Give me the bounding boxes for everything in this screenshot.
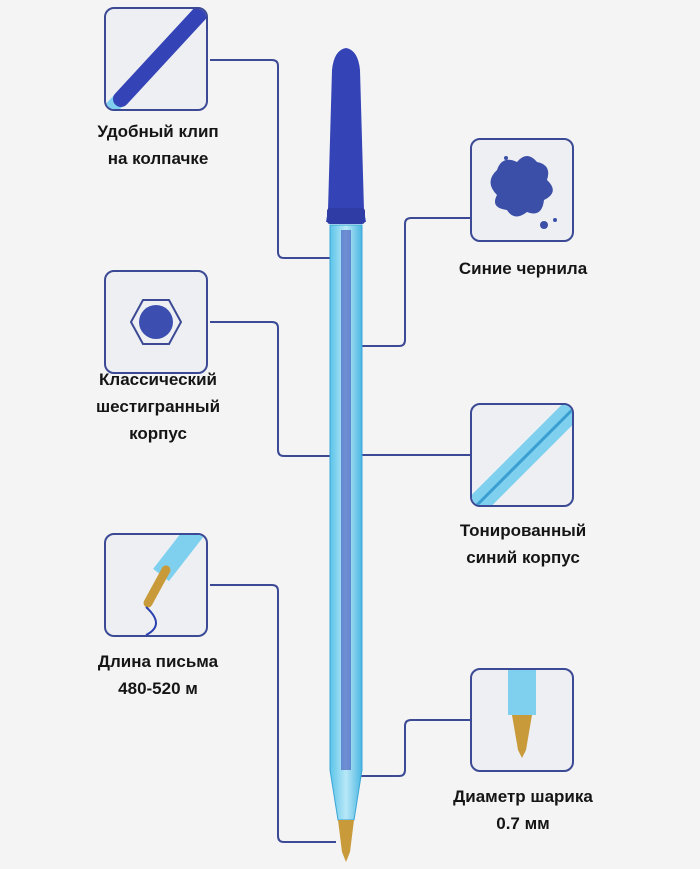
writing-tip-icon <box>143 535 204 635</box>
ink-blot-icon <box>490 156 557 229</box>
tinted-body-icon <box>472 405 572 505</box>
ink-feature-thumbnail <box>470 138 574 242</box>
ink-feature-label: Синие чернила <box>458 259 588 278</box>
ball-feature-thumbnail <box>470 668 574 772</box>
hex-feature-thumbnail <box>104 270 208 374</box>
hexagon-icon <box>129 299 183 345</box>
clip-feature-thumbnail <box>104 7 208 111</box>
ball-tip-icon <box>508 670 536 758</box>
tinted-feature-thumbnail <box>470 403 574 507</box>
length-feature-thumbnail <box>104 533 208 637</box>
pen-clip-icon <box>106 9 206 109</box>
